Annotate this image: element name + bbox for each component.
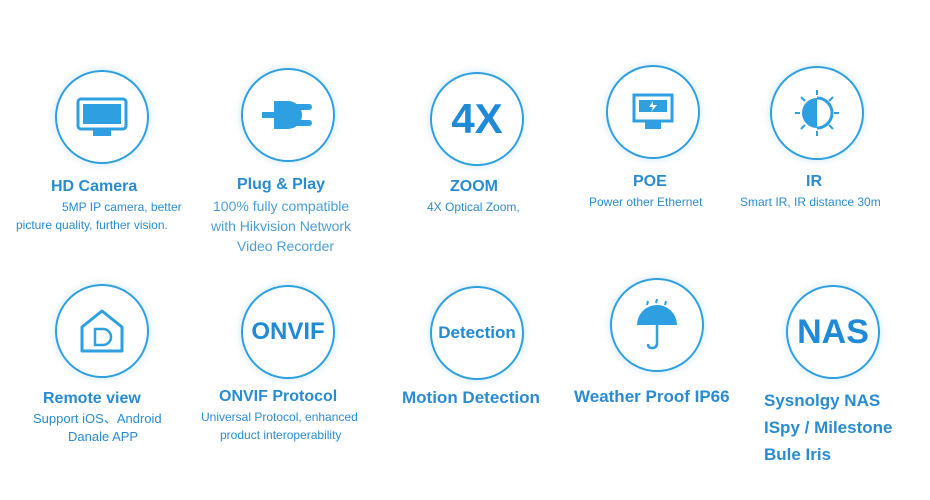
feature-description: Power other Ethernet (589, 195, 703, 209)
feature-description: Video Recorder (237, 238, 335, 254)
feature-description: 100% fully compatible (213, 198, 350, 214)
feature-title: IR (806, 173, 822, 190)
plug-icon (241, 68, 335, 162)
feature-description: picture quality, further vision. (16, 218, 168, 232)
nas-icon: NAS (786, 285, 880, 379)
feature-title: Plug & Play (237, 176, 326, 193)
feature-description: Universal Protocol, enhanced (201, 410, 358, 424)
detection-icon-text: Detection (438, 323, 516, 342)
feature-title: Bule Iris (764, 445, 832, 464)
home-app-icon (55, 284, 149, 378)
zoom-4x-icon: 4X (430, 72, 524, 166)
zoom-icon-text: 4X (451, 95, 503, 142)
feature-title: Remote view (43, 390, 141, 407)
feature-description: Danale APP (68, 429, 139, 444)
nas-icon-text: NAS (797, 312, 869, 351)
feature-description: with Hikvision Network (211, 218, 352, 234)
ir-night-vision-icon (770, 66, 864, 160)
onvif-icon-text: ONVIF (251, 318, 325, 345)
feature-description: 4X Optical Zoom, (427, 200, 520, 214)
ethernet-port-icon (606, 65, 700, 159)
onvif-icon: ONVIF (241, 285, 335, 379)
feature-title: ISpy / Milestone (764, 418, 893, 437)
feature-title: Sysnolgy NAS (764, 391, 881, 410)
monitor-icon (55, 70, 149, 164)
feature-title: ONVIF Protocol (219, 388, 338, 405)
feature-title: Weather Proof IP66 (574, 387, 730, 406)
umbrella-rain-icon (610, 278, 704, 372)
feature-description: Support iOS、Android (33, 411, 162, 426)
feature-title: Motion Detection (402, 388, 540, 407)
feature-description: product interoperability (220, 428, 342, 442)
feature-title: ZOOM (450, 178, 498, 195)
feature-description: Smart IR, IR distance 30m (740, 195, 881, 209)
feature-title: HD Camera (51, 178, 138, 195)
detection-icon: Detection (430, 286, 524, 380)
feature-title: POE (633, 173, 667, 190)
feature-description: 5MP IP camera, better (62, 200, 182, 214)
